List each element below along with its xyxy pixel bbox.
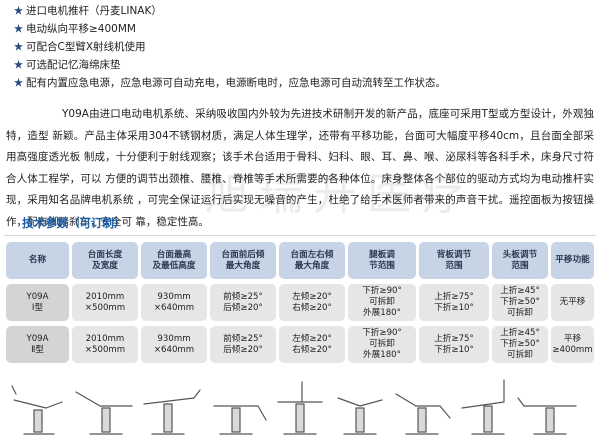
feature-item: 可配合C型臂X射线机使用 [6,38,596,56]
feature-item: 可选配记忆海绵床垫 [6,56,596,74]
table-pose-9 [517,397,577,435]
star-bullet-icon [14,56,24,74]
intro-line: 靠，稳定性高。 [135,215,209,228]
table-cell: 上折≥45°下折≥50°可拆卸 [492,326,548,363]
intro-line: Y09A由进口电动电机系统、采纳吸收国内外较为先进技术研制开发的新产品，底座可采… [6,108,594,142]
header-cell: 台面长度及宽度 [72,242,138,279]
star-bullet-icon [14,74,24,92]
star-bullet-icon [14,20,24,38]
spec-table: 名称 台面长度及宽度 台面最高及最低高度 台面前后倾最大角度 台面左右倾最大角度… [6,242,594,368]
table-pose-4 [213,405,267,435]
position-illustrations [11,379,577,435]
feature-text: 进口电机推杆（丹麦LINAK） [26,5,162,17]
feature-text: 电动纵向平移≥400MM [26,23,136,35]
table-pose-5 [277,381,323,435]
intro-line: 制成，十分便利于射线观察；该手术台适用于骨科、妇科、眼、耳、鼻、喉、泌尿科等各科… [6,151,595,185]
table-cell: 930mm×640mm [141,284,207,321]
table-cell: 下折≥90°可拆卸外展180° [348,326,416,363]
feature-item: 配有内置应急电源，应急电源可自动充电，电源断电时，应急电源可自动流转至工作状态。 [6,74,596,92]
header-cell: 台面左右倾最大角度 [279,242,345,279]
feature-text: 可配合C型臂X射线机使用 [26,41,146,53]
table-cell: 左倾≥20°右倾≥20° [279,326,345,363]
table-cell: 上折≥45°下折≥50°可拆卸 [492,284,548,321]
intro-line: 新颖。产品主体采用304不锈钢材质，满足人体生理学，还带有平移功能，台面可大幅度… [6,129,595,164]
table-cell: 930mm×640mm [141,326,207,363]
table-cell: 前倾≥25°后倾≥20° [210,284,276,321]
table-pose-1 [11,385,63,435]
spec-section-title: 技术参数（可订制） [22,216,126,230]
table-cell: 下折≥90°可拆卸外展180° [348,284,416,321]
intro-line: 方便的调节出颈椎、腰椎、脊椎等手术所需要的各种体位。床身整体各个部位的驱动方式均… [6,172,594,207]
header-cell: 背板调节范围 [419,242,489,279]
table-cell: 左倾≥20°右倾≥20° [279,284,345,321]
table-pose-2 [75,391,133,435]
feature-text: 可选配记忆海绵床垫 [26,59,121,71]
header-cell: 头板调节范围 [492,242,548,279]
table-pose-8 [461,379,505,435]
header-cell: 腿板调节范围 [348,242,416,279]
spec-table-header: 名称 台面长度及宽度 台面最高及最低高度 台面前后倾最大角度 台面左右倾最大角度… [6,242,594,279]
divider [4,235,596,236]
table-cell: 2010mm×500mm [72,284,138,321]
table-cell: 无平移 [551,284,594,321]
intro-line: ，可完全保证运行后实现无噪音的产生，杜绝了给手术医师者带来的声音干扰。遥控面板为… [6,194,594,228]
intro-paragraph: Y09A由进口电动电机系统、采纳吸收国内外较为先进技术研制开发的新产品，底座可采… [6,104,594,233]
table-cell: 前倾≥25°后倾≥20° [210,326,276,363]
table-cell: 上折≥75°下折≥10° [419,284,489,321]
header-cell: 名称 [6,242,69,279]
feature-list: 进口电机推杆（丹麦LINAK） 电动纵向平移≥400MM 可配合C型臂X射线机使… [6,2,596,92]
feature-item: 电动纵向平移≥400MM [6,20,596,38]
header-cell: 台面最高及最低高度 [141,242,207,279]
header-cell: 平移功能 [551,242,594,279]
table-pose-6 [337,397,383,435]
feature-item: 进口电机推杆（丹麦LINAK） [6,2,596,20]
table-pose-3 [143,389,201,435]
table-pose-7 [395,393,451,435]
star-bullet-icon [14,38,24,56]
table-cell: 上折≥75°下折≥10° [419,326,489,363]
watermark-text: 旭瑞升医疗 [205,169,475,220]
feature-text: 配有内置应急电源，应急电源可自动充电，电源断电时，应急电源可自动流转至工作状态。 [26,77,446,89]
table-cell: 平移≥400mm [551,326,594,363]
star-bullet-icon [14,2,24,20]
table-cell: 2010mm×500mm [72,326,138,363]
header-cell: 台面前后倾最大角度 [210,242,276,279]
